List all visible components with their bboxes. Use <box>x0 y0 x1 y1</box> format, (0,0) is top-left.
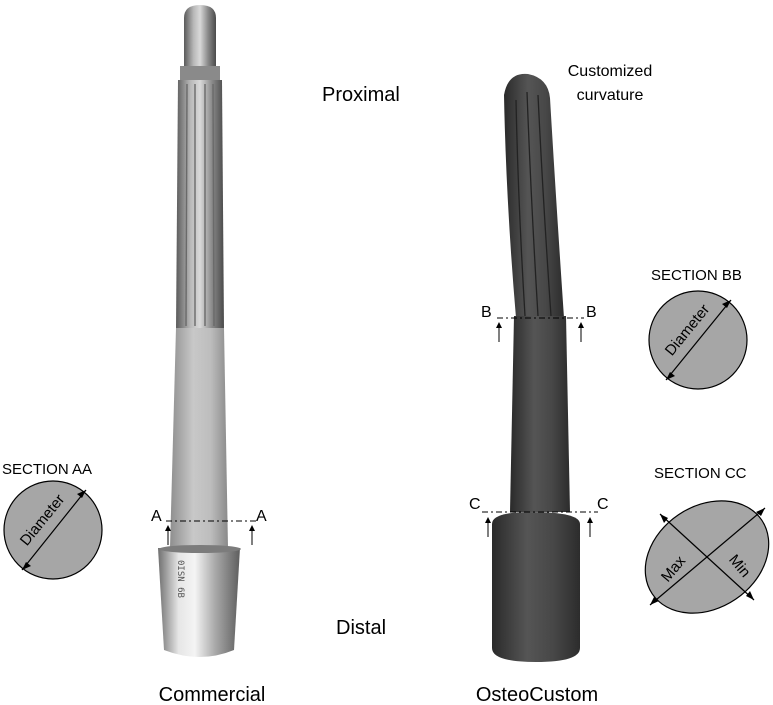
commercial-fluted-shaft <box>176 80 224 330</box>
marker-c-right: C <box>597 496 609 513</box>
commercial-porous-section <box>170 328 228 548</box>
osteocustom-flutes <box>515 91 552 317</box>
marker-a-left: A <box>151 508 162 525</box>
commercial-flutes <box>185 83 215 327</box>
commercial-distal-sleeve <box>158 548 240 657</box>
section-cc-title: SECTION CC <box>654 465 747 482</box>
marker-cc <box>482 511 598 537</box>
osteocustom-distal-cylinder <box>492 512 580 662</box>
customized-curvature-label-line1: Customized <box>568 63 652 80</box>
svg-text:0ISN 6B: 0ISN 6B <box>175 560 185 598</box>
section-aa-title: SECTION AA <box>2 461 92 478</box>
marker-c-left: C <box>469 496 481 513</box>
section-bb-shape <box>648 290 748 390</box>
marker-aa <box>165 520 257 545</box>
proximal-label: Proximal <box>322 84 400 106</box>
section-bb-title: SECTION BB <box>651 267 742 284</box>
osteocustom-label: OsteoCustom <box>476 684 598 705</box>
osteocustom-curved-section <box>504 73 564 318</box>
commercial-label: Commercial <box>159 684 266 705</box>
commercial-stem: 0ISN 6B <box>158 5 241 657</box>
osteocustom-body <box>510 316 570 512</box>
customized-curvature-label-line2: curvature <box>577 87 644 104</box>
marker-bb <box>496 317 584 342</box>
commercial-tip <box>184 5 216 68</box>
commercial-collar <box>180 66 220 80</box>
marker-a-right: A <box>256 508 267 525</box>
section-cc-shape <box>644 500 770 614</box>
distal-label: Distal <box>336 617 386 639</box>
section-aa-shape <box>3 480 103 580</box>
marker-b-right: B <box>586 304 597 321</box>
marker-b-left: B <box>481 304 492 321</box>
osteocustom-stem <box>492 73 580 662</box>
